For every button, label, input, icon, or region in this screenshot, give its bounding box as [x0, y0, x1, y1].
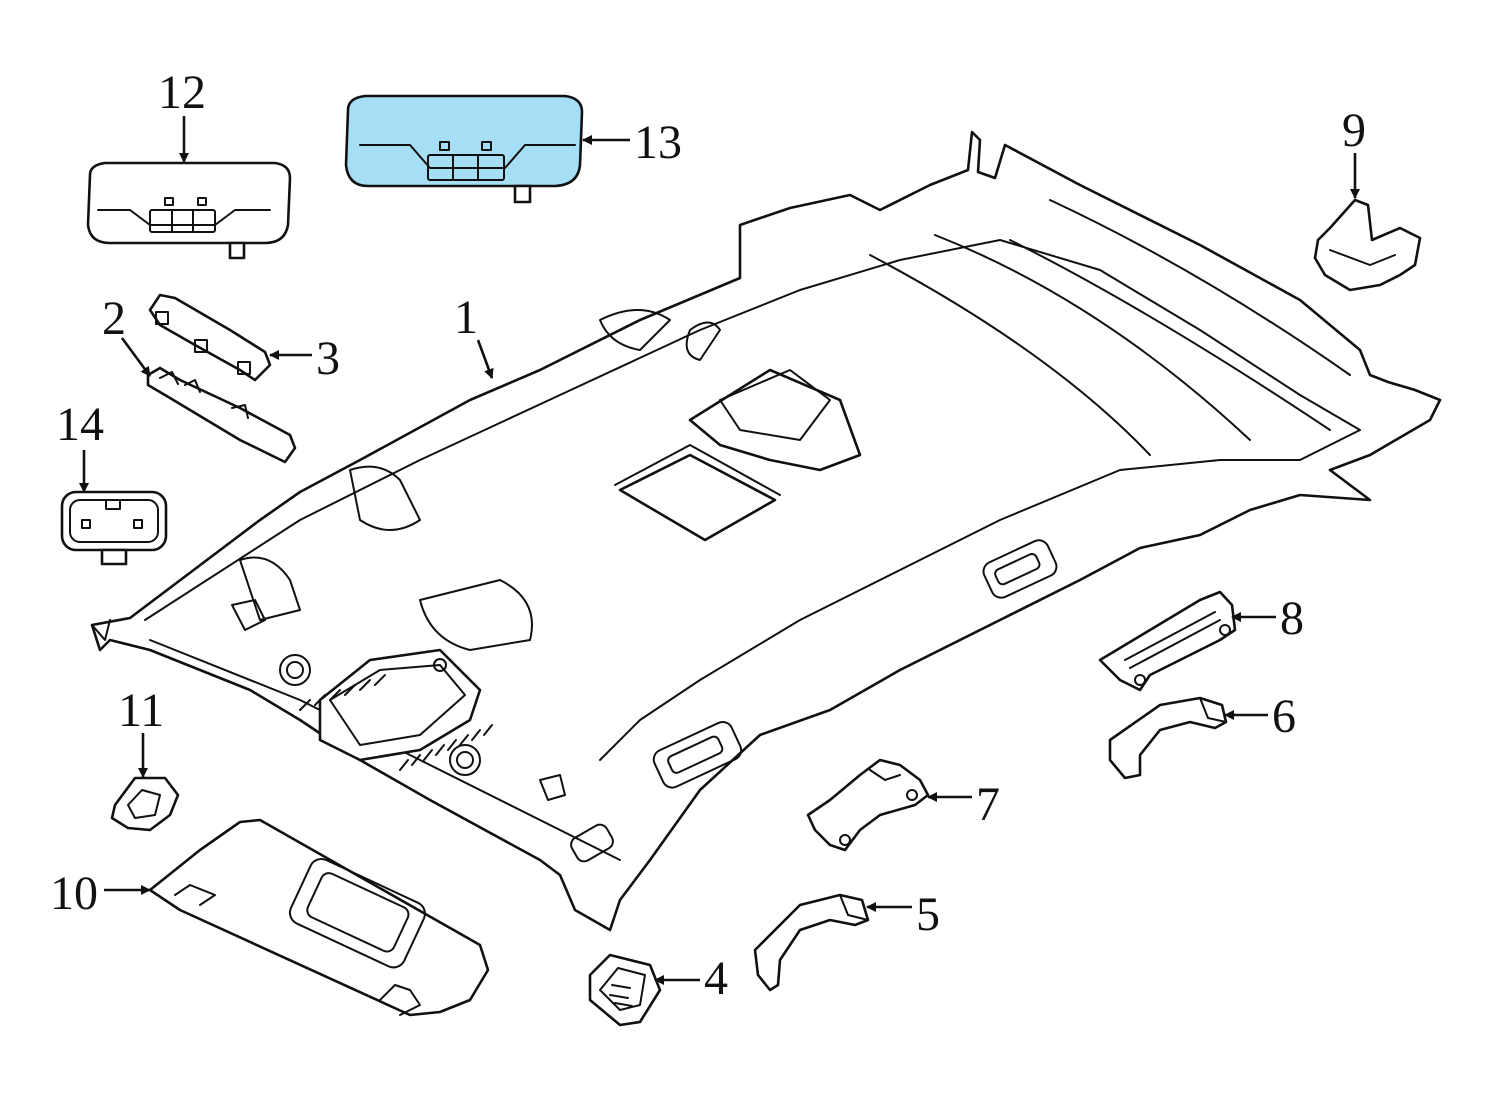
part-5-grab-handle[interactable] [753, 893, 870, 992]
part-4-clip[interactable] [588, 953, 662, 1027]
callout-10: 10 [50, 867, 98, 920]
part-1-headliner[interactable] [90, 130, 1442, 932]
callout-14: 14 [56, 398, 104, 451]
part-2-bracket[interactable] [146, 366, 297, 464]
callout-labels: 1 2 3 4 5 6 7 8 9 10 11 12 13 14 [50, 66, 1366, 1005]
callout-2: 2 [102, 292, 126, 345]
callout-8: 8 [1280, 592, 1304, 645]
part-3-bracket[interactable] [148, 293, 272, 382]
part-6-grab-handle[interactable] [1108, 696, 1228, 780]
callout-1: 1 [454, 291, 478, 344]
leader-lines [79, 116, 1360, 985]
callout-11: 11 [118, 684, 164, 737]
part-8-bracket[interactable] [1098, 590, 1237, 692]
callout-9: 9 [1342, 104, 1366, 157]
part-14-connector[interactable] [60, 490, 168, 566]
part-11-clip[interactable] [110, 776, 180, 832]
part-13-dome-lamp[interactable] [344, 94, 584, 204]
callout-7: 7 [976, 778, 1000, 831]
callout-4: 4 [704, 952, 728, 1005]
part-9-trim[interactable] [1313, 198, 1422, 292]
callout-13: 13 [634, 116, 682, 169]
callout-6: 6 [1272, 690, 1296, 743]
callout-5: 5 [916, 888, 940, 941]
part-12-dome-lamp[interactable] [86, 161, 292, 260]
part-7-bracket[interactable] [806, 758, 930, 852]
callout-12: 12 [158, 66, 206, 119]
callout-3: 3 [316, 332, 340, 385]
part-10-sun-visor[interactable] [148, 818, 490, 1017]
